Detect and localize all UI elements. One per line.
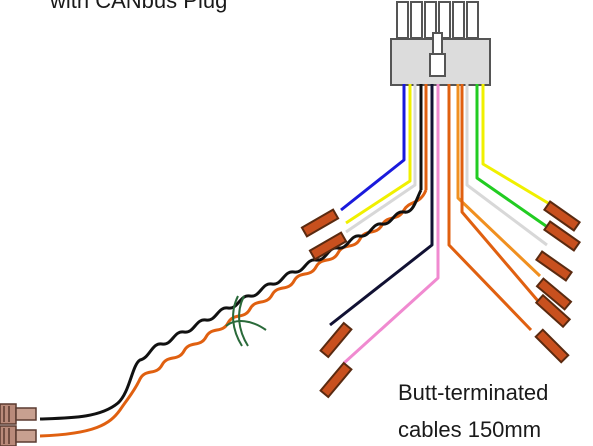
cable-caption-line1: Butt-terminated xyxy=(398,380,548,405)
wire-yellow-left xyxy=(345,84,412,225)
wire-orange-long xyxy=(447,84,533,332)
wire-light-orange xyxy=(456,84,542,278)
terminal-blue xyxy=(300,208,340,238)
terminal-navy xyxy=(319,321,353,359)
wire-white-right xyxy=(465,84,548,247)
terminal-yellow-left xyxy=(308,231,348,261)
crimp-connector-orange xyxy=(0,425,37,446)
twisted-pair xyxy=(39,189,428,438)
cable-clip xyxy=(225,295,267,347)
wire-pink xyxy=(342,84,440,365)
crimp-connector-black xyxy=(0,403,37,425)
terminal-white-right xyxy=(534,250,574,282)
cable-caption-line2: cables 150mm xyxy=(398,417,541,442)
wire-yellow-right xyxy=(481,84,549,205)
wire-orange-right xyxy=(460,84,540,302)
wire-navy xyxy=(329,84,434,327)
plug-caption: with CANbus Plug xyxy=(49,0,227,13)
terminal-orange-long xyxy=(534,328,570,364)
wire-blue xyxy=(340,84,406,212)
wire-white-left xyxy=(345,84,417,234)
wires xyxy=(329,84,549,365)
plug-latch-lock xyxy=(429,53,446,77)
terminal-orange-right xyxy=(534,293,572,329)
terminal-light-orange xyxy=(535,277,573,311)
twisted-pair-black xyxy=(39,189,423,421)
canbus-plug xyxy=(390,1,491,86)
terminal-yellow-right xyxy=(542,200,582,232)
plug-pins xyxy=(396,1,479,39)
terminal-green xyxy=(542,220,582,252)
plug-latch xyxy=(432,32,443,56)
terminal-pink xyxy=(319,361,353,399)
crimp-connectors xyxy=(0,403,37,446)
butt-terminals xyxy=(300,200,582,399)
wire-green xyxy=(475,84,547,228)
